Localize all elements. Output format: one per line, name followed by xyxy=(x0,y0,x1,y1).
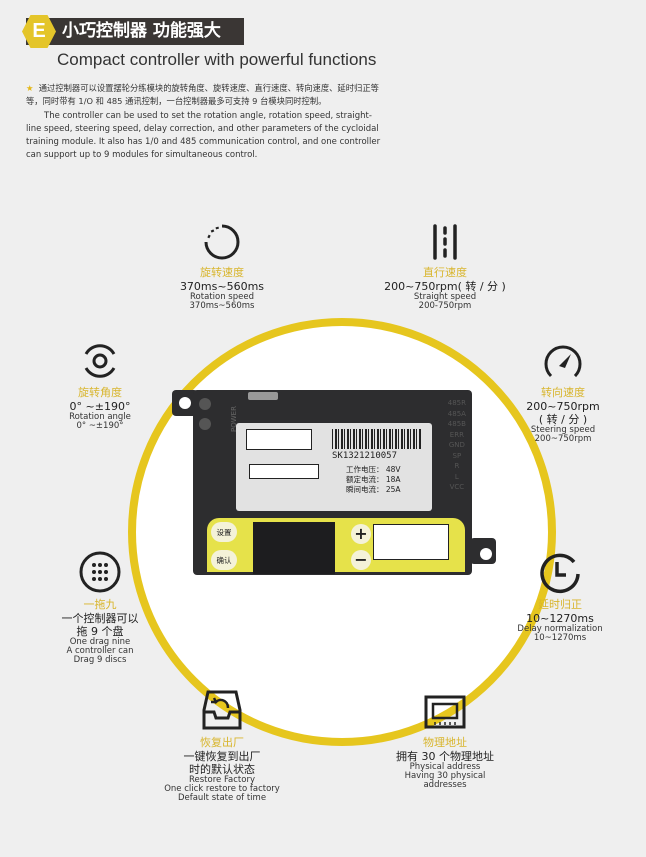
feature-value: 370ms~560ms xyxy=(179,280,265,293)
label-plate: SK1321210057 工作电压： 48V 额定电流： 18A 瞬间电流： 2… xyxy=(236,423,432,511)
address-module-icon xyxy=(424,695,466,729)
feature-title: 恢复出厂 xyxy=(200,736,244,749)
spec-peak-current: 瞬间电流： 25A xyxy=(346,485,401,494)
feature-title: 直行速度 xyxy=(423,266,467,279)
speedometer-icon xyxy=(544,345,582,378)
feature-en: One click restore to factory xyxy=(164,784,280,794)
page-title: 小巧控制器 功能强大 xyxy=(62,21,221,41)
spec-voltage: 工作电压： 48V xyxy=(346,465,401,474)
feature-value: 一键恢复到出厂 xyxy=(183,750,261,763)
redacted-box xyxy=(373,524,449,560)
port-label: ERR xyxy=(449,430,464,439)
spec-list: 工作电压： 48V 额定电流： 18A 瞬间电流： 25A xyxy=(346,465,401,495)
feature-en: Rotation angle xyxy=(69,412,131,422)
feature-title: 转向速度 xyxy=(541,386,585,399)
feature-en: 200~750rpm xyxy=(534,434,592,444)
description: ★ 通过控制器可以设置摆轮分练模块的旋转角度、旋转速度、直行速度、转向速度、延时… xyxy=(26,82,386,164)
star-icon: ★ xyxy=(26,83,34,93)
fuse xyxy=(248,392,278,400)
plus-button[interactable]: + xyxy=(351,524,371,544)
feature-en: Steering speed xyxy=(530,425,596,435)
rotation-speed-icon xyxy=(204,224,240,260)
feature-en: 10~1270ms xyxy=(533,633,587,643)
feature-value: 拖 9 个盘 xyxy=(76,625,124,638)
port-label: VCC xyxy=(449,483,465,491)
feature-value: 时的默认状态 xyxy=(189,763,255,776)
feature-en: Delay normalization xyxy=(517,624,603,634)
minus-button[interactable]: − xyxy=(351,550,371,570)
feature-en: Rotation speed xyxy=(190,292,254,302)
display-screen xyxy=(253,522,335,574)
port-label: 485R xyxy=(447,399,466,407)
feature-en: addresses xyxy=(423,780,467,790)
port-labels: 485R 485A 485B ERR GND SP R L VCC xyxy=(448,398,466,493)
port-label: L xyxy=(454,472,459,481)
feature-en: Default state of time xyxy=(177,793,267,803)
header-bar xyxy=(26,18,244,45)
feature-title: 延时归正 xyxy=(538,598,582,611)
port-label: GND xyxy=(448,441,465,449)
restore-tray-icon xyxy=(202,690,242,730)
control-panel: 设置 确认 + − xyxy=(207,518,465,574)
port-label: 485A xyxy=(447,409,466,418)
feature-en: One drag nine xyxy=(69,637,131,647)
feature-rotation-angle: 旋转角度 0° ~±190° Rotation angle 0° ~±190° xyxy=(25,340,175,431)
rotation-angle-icon xyxy=(84,344,116,378)
feature-rotation-speed: 旋转速度 370ms~560ms Rotation speed 370ms~56… xyxy=(147,222,297,311)
feature-value: 200~750rpm( 转 / 分 ) xyxy=(384,280,506,293)
feature-en: A controller can xyxy=(66,646,134,656)
feature-steering-speed: 转向速度 200~750rpm ( 转 / 分 ) Steering speed… xyxy=(488,340,638,444)
feature-value: 0° ~±190° xyxy=(69,400,131,413)
feature-restore: 恢复出厂 一键恢复到出厂 时的默认状态 Restore Factory One … xyxy=(147,688,297,803)
clock-icon xyxy=(540,553,580,594)
power-terminal xyxy=(199,418,211,430)
feature-en: Straight speed xyxy=(413,292,477,302)
feature-one-drag-nine: 一拖九 一个控制器可以 拖 9 个盘 One drag nine A contr… xyxy=(25,550,175,665)
feature-value: 拥有 30 个物理地址 xyxy=(396,750,494,763)
feature-en: 0° ~±190° xyxy=(76,421,124,431)
barcode xyxy=(332,429,422,449)
mount-ear xyxy=(470,538,496,564)
grid-dots-icon xyxy=(79,551,121,593)
feature-en: 370ms~560ms xyxy=(189,301,255,311)
feature-en: Drag 9 discs xyxy=(73,655,127,665)
redacted-box xyxy=(246,429,312,450)
feature-value: 200~750rpm xyxy=(526,400,600,413)
spec-rated-current: 额定电流： 18A xyxy=(346,475,401,484)
feature-title: 旋转速度 xyxy=(200,266,244,279)
feature-en: Having 30 physical xyxy=(404,771,486,781)
feature-straight-speed: 直行速度 200~750rpm( 转 / 分 ) Straight speed … xyxy=(370,222,520,311)
controller-device: POWER SK1321210057 工作电压： 48V 额定电流： 18A 瞬… xyxy=(193,390,472,575)
port-label: R xyxy=(454,462,460,470)
page-subtitle: Compact controller with powerful functio… xyxy=(57,50,377,69)
confirm-button[interactable]: 确认 xyxy=(211,550,237,570)
feature-en: Restore Factory xyxy=(188,775,255,785)
redacted-box xyxy=(249,464,319,479)
feature-value: ( 转 / 分 ) xyxy=(538,413,588,426)
feature-physical-address: 物理地址 拥有 30 个物理地址 Physical address Having… xyxy=(370,694,520,790)
serial-number: SK1321210057 xyxy=(332,451,398,461)
feature-title: 旋转角度 xyxy=(78,386,122,399)
feature-delay: 延时归正 10~1270ms Delay normalization 10~12… xyxy=(485,550,635,643)
feature-title: 一拖九 xyxy=(83,598,117,611)
straight-speed-icon xyxy=(433,224,457,260)
feature-title: 物理地址 xyxy=(423,736,467,749)
feature-value: 一个控制器可以 xyxy=(61,612,139,625)
feature-value: 10~1270ms xyxy=(526,612,594,625)
description-cn: 通过控制器可以设置摆轮分练模块的旋转角度、旋转速度、直行速度、转向速度、延时归正… xyxy=(26,83,379,106)
description-en: The controller can be used to set the ro… xyxy=(26,111,381,160)
feature-en: 200-750rpm xyxy=(418,301,472,311)
power-terminal xyxy=(199,398,211,410)
set-button[interactable]: 设置 xyxy=(211,522,237,542)
port-label: 485B xyxy=(447,420,466,428)
feature-en: Physical address xyxy=(409,762,481,772)
port-label: SP xyxy=(452,451,462,460)
